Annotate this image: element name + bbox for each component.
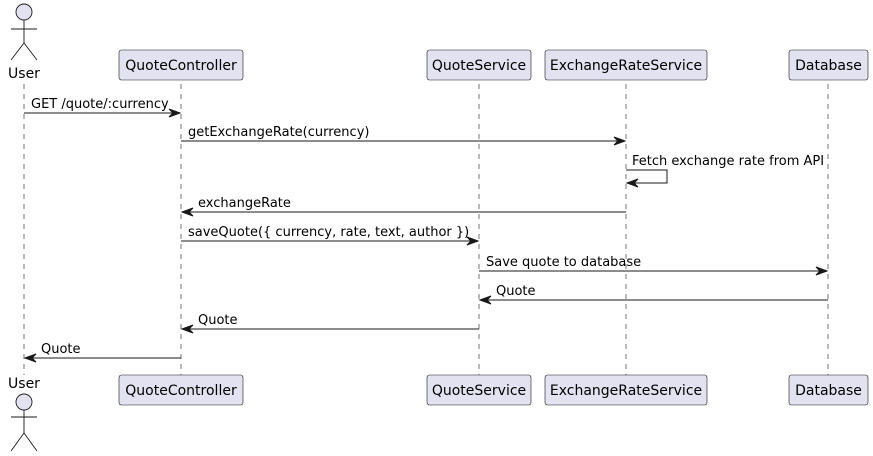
participant-box — [788, 49, 869, 81]
message-label: Quote — [41, 342, 81, 357]
actor-left-leg — [10, 432, 25, 452]
message-label: getExchangeRate(currency) — [188, 125, 369, 140]
participant-box — [118, 49, 244, 81]
actor-right-leg — [23, 42, 38, 61]
participant-box — [118, 374, 244, 406]
arrowhead-icon — [815, 266, 829, 276]
message-label: Fetch exchange rate from API — [632, 154, 824, 169]
actor-head-icon — [15, 393, 33, 411]
participant-box — [426, 49, 532, 81]
message-label: Quote — [496, 284, 536, 299]
lifelines — [23, 84, 829, 375]
participant-quote_controller-bottom: QuoteController — [118, 374, 244, 406]
actor-user-top: User — [8, 3, 40, 82]
message-2: getExchangeRate(currency) — [181, 125, 627, 146]
actor-user-bottom: User — [8, 376, 40, 452]
participant-label: QuoteService — [432, 383, 526, 399]
arrowhead-icon — [625, 178, 639, 188]
actor-label: User — [8, 66, 40, 82]
participant-box — [426, 374, 532, 406]
participant-label: QuoteController — [125, 383, 237, 399]
message-1: GET /quote/:currency — [24, 97, 182, 118]
participant-label: QuoteService — [432, 58, 526, 74]
arrowhead-icon — [180, 324, 194, 334]
message-label: exchangeRate — [198, 196, 291, 211]
participant-exchange_rate_service-bottom: ExchangeRateService — [544, 374, 708, 406]
actor-label: User — [8, 376, 40, 392]
participant-label: Database — [795, 383, 862, 399]
message-label: Quote — [198, 313, 238, 328]
participant-box — [544, 49, 708, 81]
participants-top: User QuoteController QuoteService ExchangeR… — [8, 3, 869, 82]
message-9: Quote — [23, 342, 181, 363]
arrowhead-icon — [23, 353, 37, 363]
actor-right-leg — [23, 432, 38, 452]
participant-label: ExchangeRateService — [550, 383, 702, 399]
actor-head-icon — [15, 3, 33, 21]
actor-left-leg — [10, 42, 25, 61]
arrowhead-icon — [613, 136, 627, 146]
arrowhead-icon — [466, 236, 480, 246]
participant-box — [544, 374, 708, 406]
participant-quote_service-bottom: QuoteService — [426, 374, 532, 406]
message-label: GET /quote/:currency — [31, 97, 169, 112]
arrowhead-icon — [478, 295, 492, 305]
message-label: saveQuote({ currency, rate, text, author… — [188, 225, 469, 240]
participant-quote_service-top: QuoteService — [426, 49, 532, 81]
participant-label: Database — [795, 58, 862, 74]
messages: GET /quote/:currency getExchangeRate(curr… — [23, 97, 829, 363]
message-7: Quote — [478, 284, 828, 305]
participant-database-top: Database — [788, 49, 869, 81]
participant-quote_controller-top: QuoteController — [118, 49, 244, 81]
message-6: Save quote to database — [479, 255, 829, 276]
message-8: Quote — [180, 313, 479, 334]
message-line — [626, 169, 668, 184]
message-label: Save quote to database — [486, 255, 641, 270]
participant-box — [788, 374, 869, 406]
message-3: Fetch exchange rate from API — [625, 154, 824, 188]
participant-label: ExchangeRateService — [550, 58, 702, 74]
participants-bottom: User QuoteController QuoteService ExchangeR… — [8, 374, 869, 452]
participant-database-bottom: Database — [788, 374, 869, 406]
message-4: exchangeRate — [180, 196, 626, 217]
message-5: saveQuote({ currency, rate, text, author… — [181, 225, 480, 246]
participant-exchange_rate_service-top: ExchangeRateService — [544, 49, 708, 81]
arrowhead-icon — [180, 207, 194, 217]
arrowhead-icon — [168, 108, 182, 118]
participant-label: QuoteController — [125, 58, 237, 74]
